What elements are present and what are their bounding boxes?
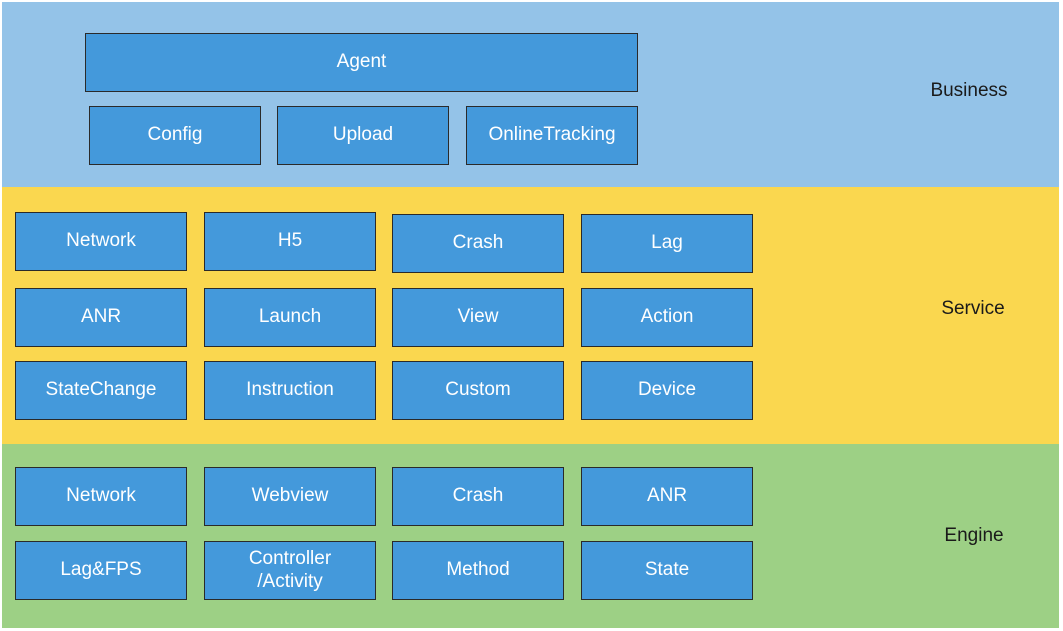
- box-agent-label: Agent: [336, 51, 387, 73]
- box-engine-controller-activity: Controller /Activity: [204, 541, 376, 600]
- box-service-action: Action: [581, 288, 753, 347]
- box-engine-anr-label: ANR: [646, 485, 688, 507]
- box-service-action-label: Action: [640, 306, 694, 328]
- box-agent: Agent: [85, 33, 638, 92]
- box-engine-method-label: Method: [446, 559, 510, 581]
- box-service-launch-label: Launch: [258, 306, 322, 328]
- box-engine-webview-label: Webview: [251, 485, 329, 507]
- box-service-network: Network: [15, 212, 187, 271]
- box-engine-network-label: Network: [66, 485, 136, 507]
- box-service-lag: Lag: [581, 214, 753, 273]
- box-upload: Upload: [277, 106, 449, 165]
- box-engine-network: Network: [15, 467, 187, 526]
- box-engine-crash-label: Crash: [452, 485, 504, 507]
- box-service-view: View: [392, 288, 564, 347]
- box-online-tracking-label: OnlineTracking: [488, 124, 616, 146]
- box-service-device-label: Device: [637, 379, 697, 401]
- box-service-lag-label: Lag: [651, 232, 683, 254]
- box-service-anr-label: ANR: [80, 306, 122, 328]
- box-service-custom: Custom: [392, 361, 564, 420]
- box-engine-crash: Crash: [392, 467, 564, 526]
- box-service-state-change: StateChange: [15, 361, 187, 420]
- layer-label-engine: Engine: [944, 525, 1004, 546]
- box-service-device: Device: [581, 361, 753, 420]
- box-service-instruction: Instruction: [204, 361, 376, 420]
- box-service-custom-label: Custom: [445, 379, 511, 401]
- box-service-crash: Crash: [392, 214, 564, 273]
- box-engine-controller-label: Controller: [248, 547, 332, 569]
- box-engine-webview: Webview: [204, 467, 376, 526]
- box-config: Config: [89, 106, 261, 165]
- box-engine-state: State: [581, 541, 753, 600]
- box-service-anr: ANR: [15, 288, 187, 347]
- box-upload-label: Upload: [332, 124, 394, 146]
- layer-label-business: Business: [930, 80, 1008, 101]
- box-engine-lag-fps: Lag&FPS: [15, 541, 187, 600]
- box-service-view-label: View: [457, 306, 499, 328]
- layer-label-service: Service: [941, 298, 1005, 319]
- box-service-network-label: Network: [66, 230, 136, 252]
- box-service-instruction-label: Instruction: [246, 379, 334, 401]
- box-service-state-change-label: StateChange: [45, 379, 157, 401]
- box-service-h5: H5: [204, 212, 376, 271]
- box-engine-state-label: State: [644, 559, 690, 581]
- box-config-label: Config: [147, 124, 203, 146]
- box-engine-activity-label: /Activity: [257, 570, 323, 592]
- box-online-tracking: OnlineTracking: [466, 106, 638, 165]
- box-engine-lag-fps-label: Lag&FPS: [60, 559, 142, 581]
- box-service-crash-label: Crash: [452, 232, 504, 254]
- box-service-launch: Launch: [204, 288, 376, 347]
- box-service-h5-label: H5: [277, 230, 303, 252]
- box-engine-method: Method: [392, 541, 564, 600]
- box-engine-anr: ANR: [581, 467, 753, 526]
